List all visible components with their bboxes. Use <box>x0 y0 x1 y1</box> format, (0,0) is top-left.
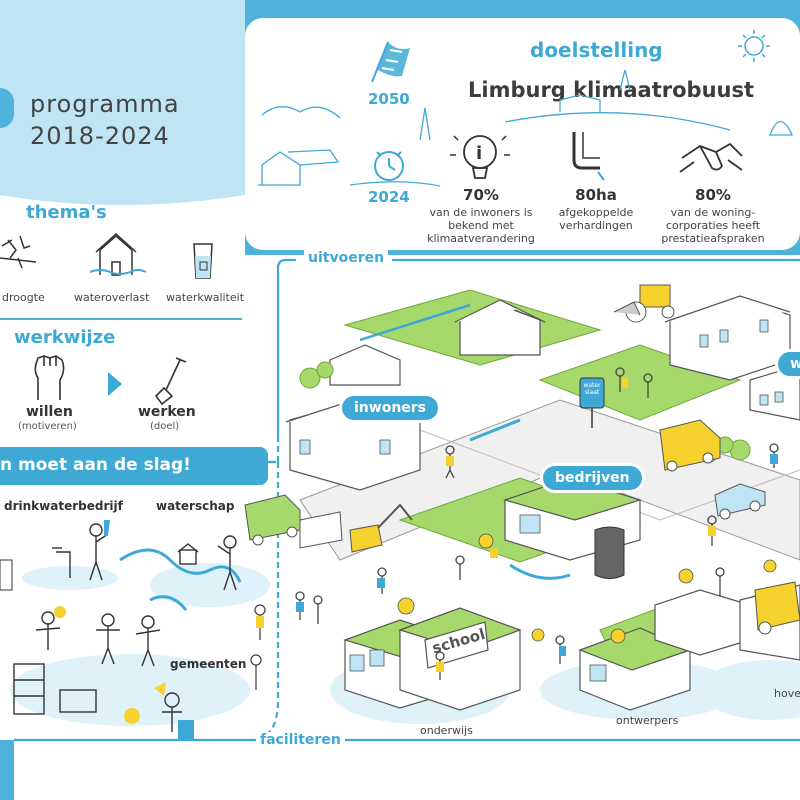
tag-bedrijven: bedrijven <box>543 466 642 490</box>
flow-faciliteren: faciliteren <box>256 732 345 748</box>
target-2-value: 80ha <box>575 186 617 204</box>
werkwijze-willen: willen <box>26 404 73 420</box>
target-1-text: van de inwoners is bekend met klimaatver… <box>427 206 535 245</box>
programma-title: programma <box>30 90 180 118</box>
logo-circle-fragment <box>0 88 14 128</box>
label-onderwijs: onderwijs <box>420 724 473 737</box>
tag-w: w <box>778 352 800 376</box>
doelstelling-heading: doelstelling <box>530 38 663 62</box>
themas-heading: thema's <box>26 202 107 223</box>
partner-gemeenten: gemeenten <box>170 657 247 671</box>
werkwijze-heading: werkwijze <box>14 327 116 348</box>
werkwijze-willen-sub: (motiveren) <box>18 421 77 432</box>
thema-waterkwaliteit: waterkwaliteit <box>166 291 245 304</box>
water-slaat-sign: water slaat <box>583 382 601 396</box>
werkwijze-werken: werken <box>138 404 196 420</box>
partner-drinkwaterbedrijf: drinkwaterbedrijf <box>4 499 123 513</box>
doelstelling-title: Limburg klimaatrobuust <box>468 78 755 102</box>
thema-droogte: droogte <box>2 291 45 304</box>
themas-divider <box>0 318 242 320</box>
banner-text: n moet aan de slag! <box>0 455 191 475</box>
programma-years: 2018-2024 <box>30 122 170 150</box>
year-2024: 2024 <box>368 188 410 206</box>
thema-wateroverlast: wateroverlast <box>74 291 150 304</box>
label-ontwerpers: ontwerpers <box>616 714 679 727</box>
label-hove: hove <box>774 687 800 700</box>
tag-inwoners: inwoners <box>342 396 439 420</box>
year-2050: 2050 <box>368 90 410 108</box>
partner-waterschap: waterschap <box>156 499 235 513</box>
svg-text:i: i <box>476 143 482 164</box>
target-3-value: 80% <box>695 186 731 204</box>
target-3-text: van de woning-corporaties heeft prestati… <box>661 206 765 245</box>
target-2-text: afgekoppelde verhardingen <box>558 206 634 232</box>
flow-uitvoeren: uitvoeren <box>304 250 389 266</box>
banner-bar <box>0 447 268 485</box>
werkwijze-werken-sub: (doel) <box>150 421 180 432</box>
target-1-value: 70% <box>463 186 499 204</box>
